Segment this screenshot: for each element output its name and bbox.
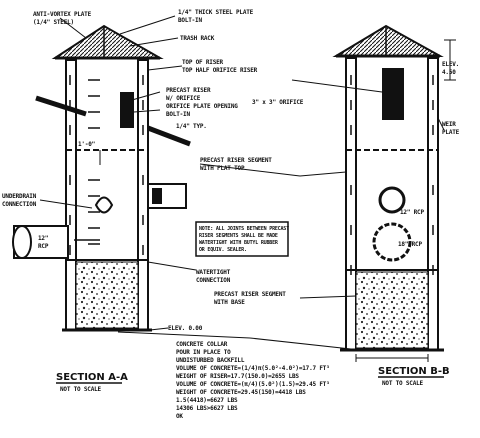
concrete-line-1: CONCRETE COLLAR	[176, 341, 228, 348]
section-a-title: SECTION A-A	[56, 372, 128, 383]
label-precast-riser-3: ORIFICE PLATE OPENING	[166, 103, 238, 110]
label-precast-riser-2: W/ ORIFICE	[166, 95, 201, 102]
label-right-top-2: 4.50	[442, 69, 456, 76]
label-dim-small: 1/4" TYP.	[176, 123, 207, 130]
label-anti-vortex-plate-2: (1/4" STEEL)	[33, 19, 74, 26]
label-watertight-connection-2: CONNECTION	[196, 277, 231, 284]
section-b-title: SECTION B-B	[378, 366, 450, 377]
label-precast-riser: PRECAST RISER	[166, 87, 211, 94]
label-top-of-riser: TOP OF RISER	[182, 59, 224, 66]
label-orifice-12: 12" RCP	[400, 209, 424, 216]
note-line-3: WATERTIGHT WITH BUTYL RUBBER	[199, 240, 279, 246]
section-a-structure	[12, 24, 191, 332]
section-b-gravel-base	[355, 271, 429, 349]
label-watertight-connection: WATERTIGHT	[196, 269, 231, 276]
label-weir-right: WEIR	[442, 121, 456, 128]
note-line-4: OR EQUIV. SEALER.	[199, 247, 247, 253]
labels: ANTI-VORTEX PLATE (1/4" STEEL) 1/4" THIC…	[2, 9, 460, 420]
label-drain-connection: UNDERDRAIN	[2, 193, 37, 200]
section-a-gravel-base	[75, 261, 139, 329]
concrete-line-2: POUR IN PLACE TO	[176, 349, 231, 356]
concrete-line-7: WEIGHT OF CONCRETE=29.45(150)=4418 LBS	[176, 389, 306, 396]
section-a-trash-rack-cap	[51, 24, 164, 59]
section-b-12in-pipe	[378, 186, 406, 214]
label-trash-rack: TRASH RACK	[180, 35, 215, 42]
label-elevation: ELEV. 0.00	[168, 325, 203, 332]
section-b-structure	[332, 24, 456, 362]
label-anti-vortex-plate: ANTI-VORTEX PLATE	[33, 11, 92, 18]
label-top-of-riser-2: TOP HALF ORIFICE RISER	[182, 67, 258, 74]
label-drain-connection-2: CONNECTION	[2, 201, 37, 208]
section-a-subtitle: NOT TO SCALE	[60, 386, 102, 393]
label-steel-plate-2: BOLT-IN	[178, 17, 202, 24]
note-box	[195, 221, 289, 257]
section-b-subtitle: NOT TO SCALE	[382, 380, 424, 387]
concrete-line-3: UNDISTURBED BACKFILL	[176, 357, 245, 364]
label-dim-left: 1'-0"	[78, 141, 95, 148]
section-b-18in-pipe	[372, 222, 412, 262]
note-line-2: RISER SEGMENTS SHALL BE MADE	[199, 233, 278, 239]
label-weir-slot: 3" x 3" ORIFICE	[252, 99, 304, 106]
section-b-trash-rack-cap	[332, 24, 444, 57]
label-precast-segment-2: WITH FLAT TOP	[200, 165, 245, 172]
label-precast-riser-4: BOLT-IN	[166, 111, 190, 118]
leader-lines	[39, 15, 445, 351]
label-precast-base: PRECAST RISER SEGMENT	[214, 291, 286, 298]
concrete-line-10: OK	[176, 413, 183, 420]
concrete-line-5: WEIGHT OF RISER=17.7(150.0)=2655 LBS	[176, 373, 299, 380]
label-pipe: 12"	[38, 235, 48, 242]
label-right-top: ELEV.	[442, 61, 459, 68]
label-steel-plate: 1/4" THICK STEEL PLATE	[178, 9, 254, 16]
note-line-1: NOTE: ALL JOINTS BETWEEN PRECAST	[199, 226, 289, 232]
label-pipe-2: RCP	[38, 243, 49, 250]
label-weir-right-2: PLATE	[442, 129, 460, 136]
label-orifice-18: 18" RCP	[398, 241, 422, 248]
concrete-line-9: 14306 LBS>6627 LBS	[176, 405, 238, 412]
section-b-orifice-slot	[382, 68, 404, 120]
section-a-left-wall	[65, 59, 77, 331]
label-precast-base-2: WITH BASE	[214, 299, 245, 306]
concrete-line-8: 1.5(4418)=6627 LBS	[176, 397, 238, 404]
concrete-line-4: VOLUME OF CONCRETE=(1/4)π(5.0²-4.0²)=17.…	[176, 365, 330, 372]
label-precast-segment: PRECAST RISER SEGMENT	[200, 157, 272, 164]
concrete-line-6: VOLUME OF CONCRETE=(π/4)(5.0²)(1.5)=29.4…	[176, 381, 330, 388]
